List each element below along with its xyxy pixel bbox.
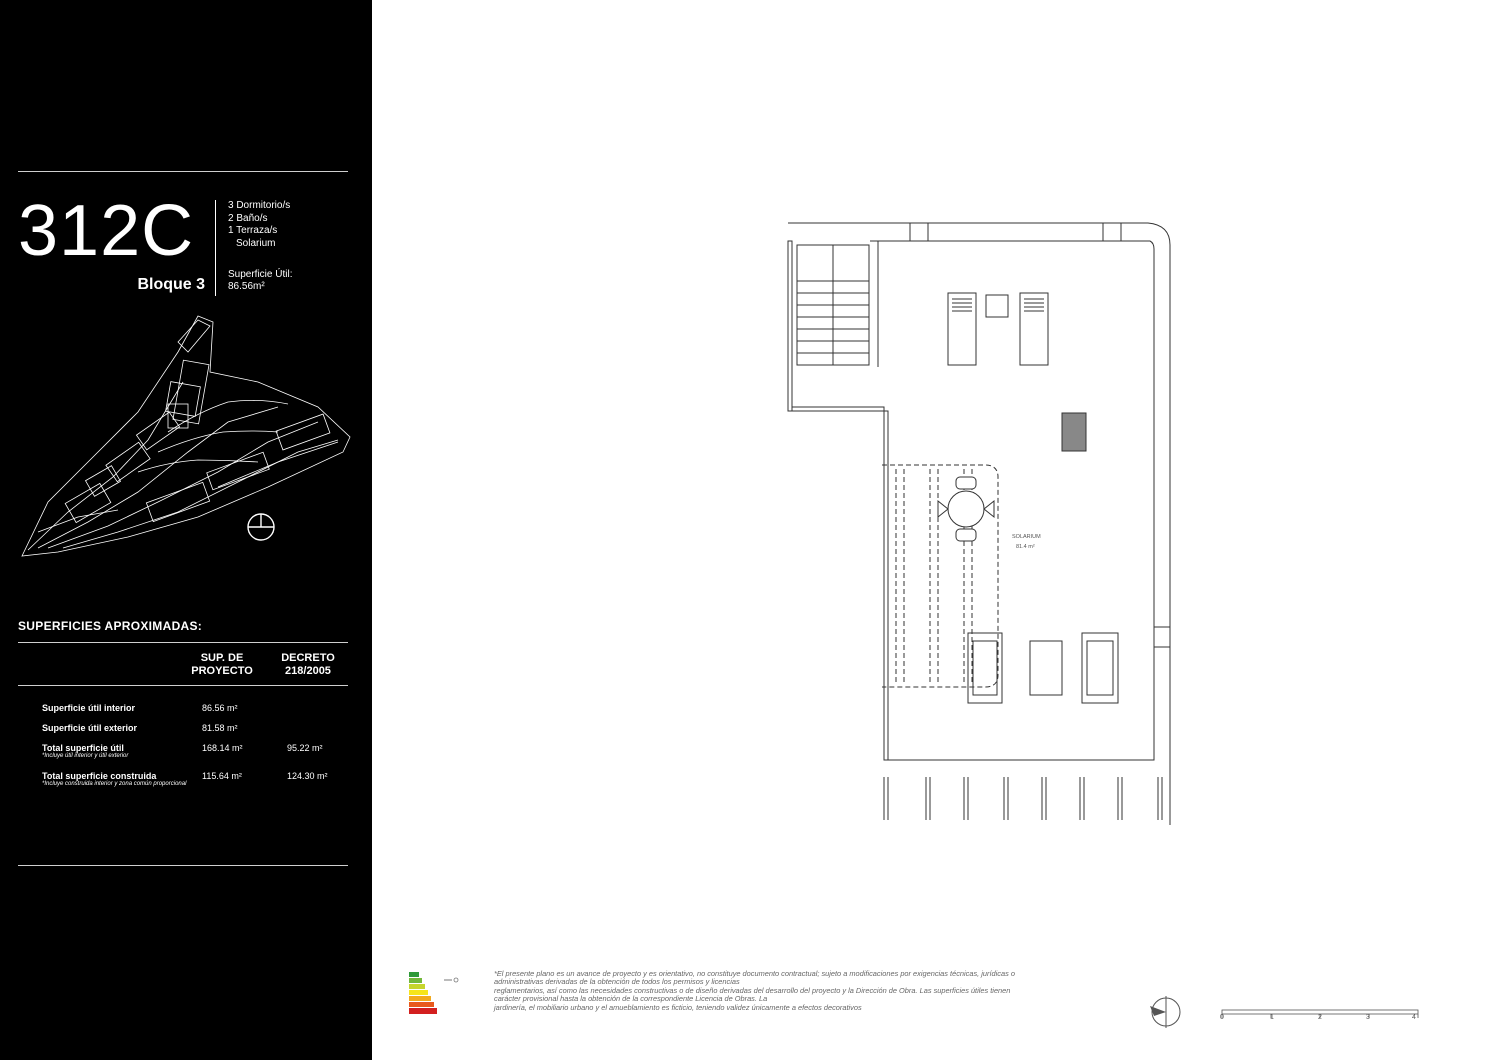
surface-row-note: *Incluye útil interior y útil exterior: [42, 753, 129, 759]
col1-line2: PROYECTO: [191, 665, 253, 677]
surface-row-proyecto: 86.56 m²: [202, 703, 238, 713]
energy-rating-icon: [409, 972, 459, 1014]
feature-terraces: 1 Terraza/s: [228, 225, 278, 236]
superficie-util: Superficie Útil: 86.56m²: [228, 269, 292, 293]
feature-bedrooms: 3 Dormitorio/s: [228, 200, 291, 211]
surfaces-divider-top: [18, 642, 348, 643]
surface-row-label: Total superficie construida: [42, 771, 157, 781]
surface-row-note: *Incluye construida interior y zona comú…: [42, 781, 187, 787]
col2-line1: DECRETO: [281, 652, 335, 664]
surface-row-decreto: 124.30 m²: [287, 771, 328, 781]
disclaimer-line: carácter provisional hasta la obtención …: [494, 994, 768, 1004]
surfaces-title: SUPERFICIES APROXIMADAS:: [18, 619, 203, 633]
superficie-util-value: 86.56m²: [228, 281, 265, 292]
legal-disclaimer: *El presente plano es un avance de proye…: [494, 969, 1094, 1012]
disclaimer-line: jardinería, el mobiliario urbano y el am…: [494, 1002, 862, 1012]
solarium-area: 81.4 m²: [1016, 544, 1035, 550]
scale-tick-label: 1: [1270, 1014, 1274, 1021]
surface-row-label: Superficie útil interior: [42, 703, 136, 713]
surface-row-decreto: 95.22 m²: [287, 743, 323, 753]
header-separator: [215, 200, 216, 296]
solarium-label: SOLARIUM: [1012, 534, 1041, 540]
site-plan-diagram: [21, 315, 351, 557]
unit-features: 3 Dormitorio/s 2 Baño/s 1 Terraza/s Sola…: [228, 200, 290, 250]
bottom-divider: [18, 865, 348, 866]
col2-line2: 218/2005: [285, 665, 331, 677]
scale-bar: [1221, 1009, 1419, 1018]
unit-code: 312C: [18, 191, 195, 271]
disclaimer-line: *El presente plano es un avance de proye…: [494, 969, 1015, 978]
col-header-decreto: DECRETO 218/2005: [270, 652, 346, 678]
info-sidebar: 312C Bloque 3 3 Dormitorio/s 2 Baño/s 1 …: [0, 0, 372, 1060]
surface-row-proyecto: 168.14 m²: [202, 743, 243, 753]
surface-row-label: Total superficie útil: [42, 743, 124, 753]
feature-bathrooms: 2 Baño/s: [228, 212, 268, 224]
col1-line1: SUP. DE: [200, 652, 244, 664]
floor-plan: SOLARIUM 81.4 m²: [787, 222, 1171, 825]
scale-tick-label: 3: [1366, 1014, 1370, 1021]
scale-tick-label: 0: [1220, 1014, 1224, 1021]
feature-solarium: Solarium: [236, 237, 276, 249]
disclaimer-line: administrativas derivadas de la obtenció…: [494, 977, 740, 987]
scale-tick-label: 4: [1412, 1014, 1416, 1021]
bloque-label: Bloque 3: [137, 276, 205, 293]
surfaces-divider-header: [18, 685, 348, 686]
disclaimer-line: reglamentarios, así como las necesidades…: [494, 985, 1011, 995]
col-header-proyecto: SUP. DE PROYECTO: [185, 652, 259, 678]
technical-box: [1061, 412, 1087, 452]
north-compass-icon: [1150, 996, 1181, 1028]
surface-row-proyecto: 81.58 m²: [202, 723, 238, 733]
scale-tick-label: 2: [1318, 1014, 1322, 1021]
superficie-util-label: Superficie Útil:: [228, 269, 293, 280]
surface-row-proyecto: 115.64 m²: [202, 771, 242, 781]
surface-row-label: Superficie útil exterior: [42, 723, 138, 733]
top-divider: [18, 171, 348, 172]
